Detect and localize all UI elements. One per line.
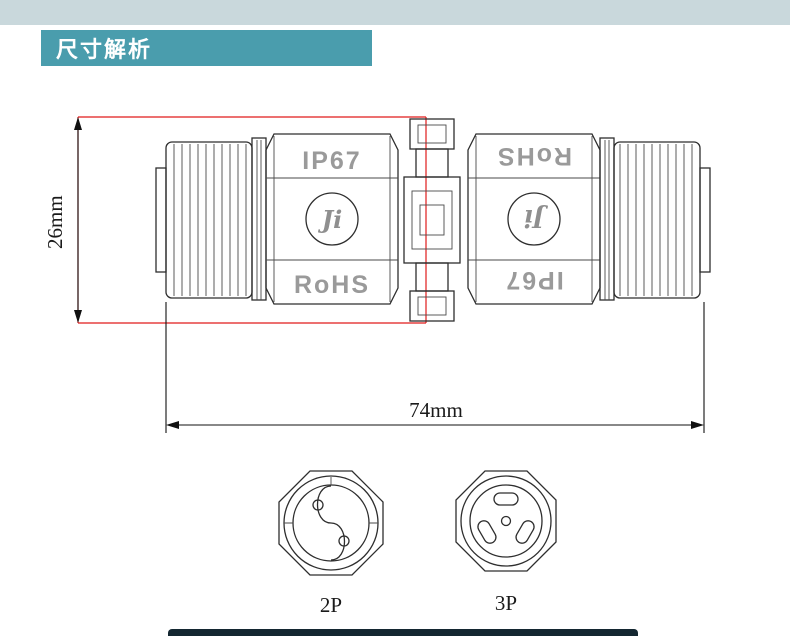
cross-section-2p bbox=[278, 470, 384, 576]
svg-text:Ji: Ji bbox=[524, 204, 548, 233]
height-dimension-label: 26mm bbox=[43, 195, 67, 249]
width-dimension-label: 74mm bbox=[409, 398, 463, 422]
ip67-marking-left: IP67 bbox=[302, 147, 361, 175]
brand-logo-right: Ji bbox=[507, 192, 561, 246]
center-coupling bbox=[403, 118, 461, 322]
ip67-marking-right: IP67 bbox=[504, 266, 563, 294]
left-body: IP67 RoHS Ji bbox=[265, 133, 399, 305]
rohs-marking-right: RoHS bbox=[496, 142, 572, 170]
left-end-cap bbox=[155, 137, 267, 301]
width-dimension: 74mm bbox=[165, 302, 705, 433]
bottom-bar bbox=[168, 629, 638, 636]
section-header: 尺寸解析 bbox=[41, 30, 372, 66]
section-title: 尺寸解析 bbox=[56, 37, 153, 62]
cross-section-3p bbox=[455, 470, 557, 572]
svg-text:Ji: Ji bbox=[318, 205, 342, 234]
brand-logo-left: Ji bbox=[305, 192, 359, 246]
rohs-marking-left: RoHS bbox=[294, 271, 370, 299]
height-dimension: 26mm bbox=[43, 117, 82, 323]
label-3p: 3P bbox=[495, 591, 517, 615]
label-2p: 2P bbox=[320, 593, 342, 617]
right-body: RoHS IP67 Ji bbox=[467, 133, 601, 305]
dimension-highlight-box bbox=[77, 116, 427, 324]
top-strip bbox=[0, 0, 790, 25]
right-end-cap bbox=[599, 137, 711, 301]
